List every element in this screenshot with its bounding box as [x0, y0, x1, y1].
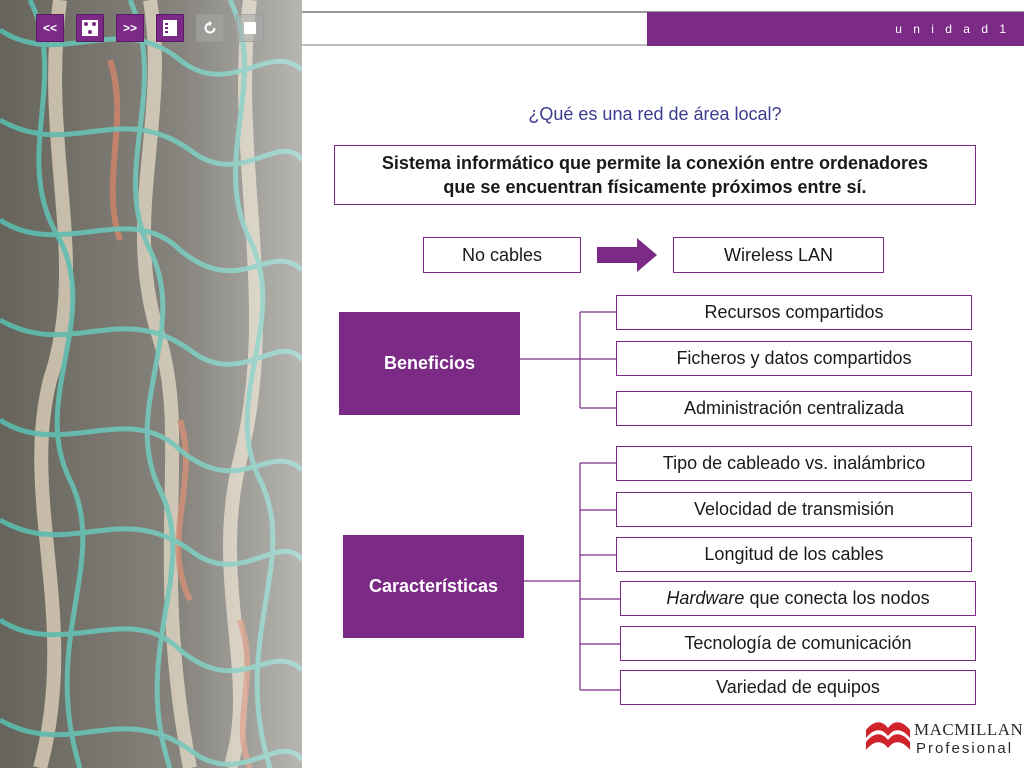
caracteristica-item: Velocidad de transmisión — [616, 492, 972, 527]
dice-icon — [82, 20, 98, 36]
navigation-toolbar: << >> — [36, 14, 264, 44]
caracteristicas-box: Características — [343, 535, 524, 638]
macmillan-logo: MACMILLAN Profesional — [864, 714, 1023, 760]
next-button[interactable]: >> — [116, 14, 144, 42]
macmillan-logo-icon — [866, 722, 910, 750]
caracteristica-item-label: Longitud de los cables — [704, 544, 884, 564]
wireless-lan-box: Wireless LAN — [673, 237, 884, 273]
no-cables-label: No cables — [461, 244, 543, 265]
arrow-right-icon — [597, 238, 657, 272]
unit-label: u n i d a d 1 — [895, 22, 1010, 36]
beneficio-item: Ficheros y datos compartidos — [616, 341, 972, 376]
beneficio-item-label: Ficheros y datos compartidos — [676, 348, 912, 368]
caracteristica-item-label: Tipo de cableado vs. inalámbrico — [662, 453, 926, 473]
dice-button[interactable] — [76, 14, 104, 42]
beneficio-item-label: Recursos compartidos — [704, 302, 884, 322]
beneficios-connector — [520, 311, 616, 409]
caracteristica-item-label: Velocidad de transmisión — [693, 499, 895, 519]
previous-label: << — [42, 21, 57, 35]
hardware-word: Hardware — [666, 588, 745, 608]
index-icon — [163, 20, 177, 36]
definition-box: Sistema informático que permite la conex… — [334, 145, 976, 205]
caracteristicas-label: Características — [368, 576, 499, 596]
definition-line-1: Sistema informático que permite la conex… — [381, 153, 929, 173]
caracteristica-item-label: Hardware que conecta los nodos — [666, 588, 929, 609]
net-background-image — [0, 0, 302, 768]
caracteristica-item: Tipo de cableado vs. inalámbrico — [616, 446, 972, 481]
caracteristica-item: Variedad de equipos — [620, 670, 976, 705]
header-rule-lower — [302, 44, 647, 46]
caracteristica-item: Hardware que conecta los nodos — [620, 581, 976, 616]
next-label: >> — [122, 21, 137, 35]
beneficio-item: Administración centralizada — [616, 391, 972, 426]
index-button[interactable] — [156, 14, 184, 42]
caracteristica-item-label: Variedad de equipos — [716, 677, 880, 697]
beneficio-item: Recursos compartidos — [616, 295, 972, 330]
unit-band: u n i d a d 1 — [647, 12, 1024, 46]
logo-title: MACMILLAN — [914, 720, 1024, 739]
hardware-rest: que conecta los nodos — [749, 588, 930, 608]
reload-button[interactable] — [196, 14, 224, 42]
beneficios-box: Beneficios — [339, 312, 520, 415]
caracteristica-item: Longitud de los cables — [616, 537, 972, 572]
stop-button[interactable] — [236, 14, 264, 42]
previous-button[interactable]: << — [36, 14, 64, 42]
beneficios-label: Beneficios — [383, 353, 476, 373]
caracteristica-item-label: Tecnología de comunicación — [684, 633, 912, 653]
logo-subtitle: Profesional — [916, 740, 1014, 757]
reload-icon — [204, 20, 216, 34]
caracteristicas-connector — [524, 462, 620, 691]
page-title: ¿Qué es una red de área local? — [528, 104, 782, 124]
caracteristica-item: Tecnología de comunicación — [620, 626, 976, 661]
definition-line-2: que se encuentran físicamente próximos e… — [443, 177, 867, 197]
wireless-lan-label: Wireless LAN — [723, 244, 834, 265]
stop-icon — [244, 22, 256, 34]
no-cables-box: No cables — [423, 237, 581, 273]
beneficio-item-label: Administración centralizada — [683, 398, 905, 418]
panel-fade-overlay — [0, 0, 302, 768]
